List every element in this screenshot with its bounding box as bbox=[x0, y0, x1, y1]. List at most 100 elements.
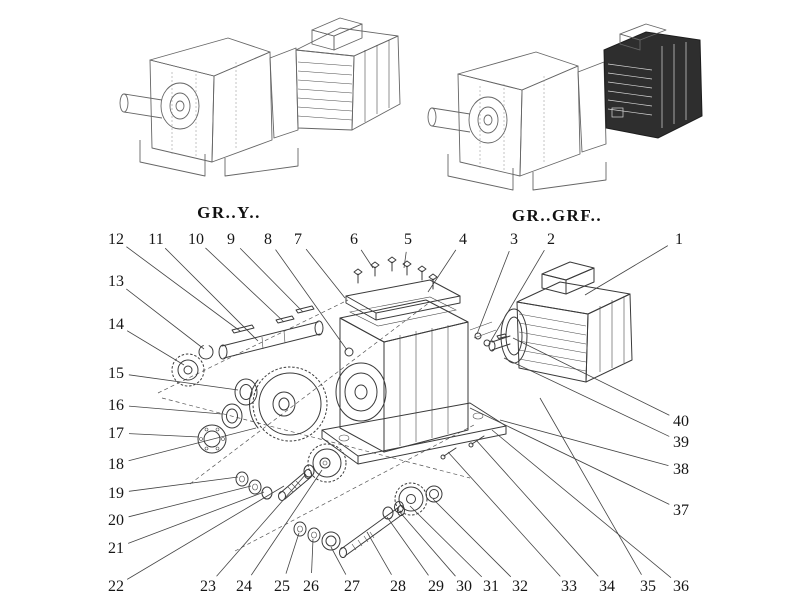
input-shaft-group bbox=[171, 305, 328, 454]
callout-10: 10 bbox=[188, 231, 204, 248]
base-studs bbox=[443, 435, 485, 457]
callout-13: 13 bbox=[108, 273, 124, 290]
gear-31 bbox=[394, 482, 428, 516]
leader-line-36 bbox=[491, 429, 672, 579]
bushing-16 bbox=[221, 403, 243, 429]
washer-25 bbox=[293, 521, 307, 537]
compact-motor-gr-grf bbox=[577, 23, 703, 153]
callout-34: 34 bbox=[599, 578, 615, 595]
leader-line-7 bbox=[305, 248, 346, 299]
callout-8: 8 bbox=[264, 231, 272, 248]
callout-35: 35 bbox=[640, 578, 656, 595]
leader-line-11 bbox=[164, 247, 259, 342]
callout-26: 26 bbox=[303, 578, 319, 595]
large-gear-18 bbox=[249, 366, 328, 442]
callout-27: 27 bbox=[344, 578, 360, 595]
oil-plug bbox=[344, 347, 354, 357]
callout-36: 36 bbox=[673, 578, 689, 595]
leader-line-27 bbox=[330, 546, 347, 575]
label-gr-y: GR..Y.. bbox=[197, 203, 261, 222]
key-10 bbox=[275, 315, 295, 324]
leader-line-30 bbox=[397, 509, 456, 577]
callout-2: 2 bbox=[547, 231, 555, 248]
leader-line-2 bbox=[488, 249, 545, 345]
callout-23: 23 bbox=[200, 578, 216, 595]
leader-line-26 bbox=[311, 538, 314, 574]
leader-line-24 bbox=[250, 469, 323, 576]
callout-4: 4 bbox=[459, 231, 467, 248]
callout-32: 32 bbox=[512, 578, 528, 595]
washer-26 bbox=[307, 527, 321, 543]
callout-14: 14 bbox=[108, 316, 124, 333]
base-flange bbox=[321, 402, 507, 465]
leader-line-29 bbox=[386, 516, 429, 576]
callout-25: 25 bbox=[274, 578, 290, 595]
callout-1: 1 bbox=[675, 231, 683, 248]
callout-12: 12 bbox=[108, 231, 124, 248]
output-shaft-boss bbox=[160, 82, 200, 130]
retaining-ring-13 bbox=[198, 344, 214, 360]
callout-17: 17 bbox=[108, 425, 124, 442]
leader-line-16 bbox=[128, 405, 223, 415]
housing-cover bbox=[345, 279, 461, 327]
callout-11: 11 bbox=[148, 231, 163, 248]
leader-line-19 bbox=[128, 476, 239, 492]
shaft-11 bbox=[218, 320, 324, 360]
callout-24: 24 bbox=[236, 578, 252, 595]
leader-line-31 bbox=[409, 505, 483, 578]
assembled-view-gr-y bbox=[119, 17, 401, 177]
leader-line-15 bbox=[128, 374, 239, 391]
leader-line-21 bbox=[128, 491, 265, 544]
output-shaft-boss bbox=[468, 96, 508, 144]
splined-shaft-28 bbox=[339, 505, 405, 558]
callout-37: 37 bbox=[673, 502, 689, 519]
callout-19: 19 bbox=[108, 485, 124, 502]
key-12 bbox=[231, 324, 255, 334]
bearing-27 bbox=[321, 531, 341, 551]
leader-line-10 bbox=[205, 247, 285, 323]
input-coupling-parts bbox=[469, 321, 511, 352]
leader-line-13 bbox=[126, 288, 205, 350]
leader-line-1 bbox=[584, 245, 669, 296]
pinion-shaft-22 bbox=[278, 469, 312, 501]
leader-line-38 bbox=[499, 419, 669, 466]
callout-22: 22 bbox=[108, 578, 124, 595]
output-shaft bbox=[427, 107, 471, 133]
callout-18: 18 bbox=[108, 456, 124, 473]
callout-31: 31 bbox=[483, 578, 499, 595]
leader-line-6 bbox=[360, 249, 374, 269]
motor-terminal-box bbox=[541, 261, 595, 295]
gearbox-housing bbox=[321, 299, 507, 465]
intermediate-pinion-group bbox=[235, 443, 347, 501]
leader-line-5 bbox=[403, 251, 407, 269]
washer-20 bbox=[248, 479, 262, 495]
leader-line-28 bbox=[366, 531, 392, 575]
callout-40: 40 bbox=[673, 413, 689, 430]
leader-line-12 bbox=[126, 246, 241, 332]
leader-line-40 bbox=[512, 337, 670, 416]
callout-7: 7 bbox=[294, 231, 302, 248]
leader-line-8 bbox=[275, 249, 348, 351]
washer-23 bbox=[303, 464, 315, 478]
seal-ring-15 bbox=[234, 378, 258, 406]
leader-line-37 bbox=[469, 407, 670, 505]
leader-line-17 bbox=[128, 433, 200, 438]
cover-bolts bbox=[353, 256, 438, 290]
leader-line-32 bbox=[432, 498, 512, 578]
leader-lines bbox=[126, 245, 672, 580]
label-gr-grf: GR..GRF.. bbox=[512, 206, 602, 225]
terminal-box bbox=[311, 17, 363, 51]
leader-line-39 bbox=[503, 357, 670, 437]
callout-28: 28 bbox=[390, 578, 406, 595]
assembled-view-gr-grf bbox=[427, 23, 703, 191]
leader-line-18 bbox=[128, 427, 257, 462]
callout-21: 21 bbox=[108, 540, 124, 557]
ring-32 bbox=[425, 485, 443, 503]
output-shaft bbox=[119, 93, 163, 119]
bearing-17 bbox=[197, 424, 227, 454]
motor-gr-y bbox=[269, 17, 401, 139]
second-shaft-group bbox=[293, 482, 443, 558]
